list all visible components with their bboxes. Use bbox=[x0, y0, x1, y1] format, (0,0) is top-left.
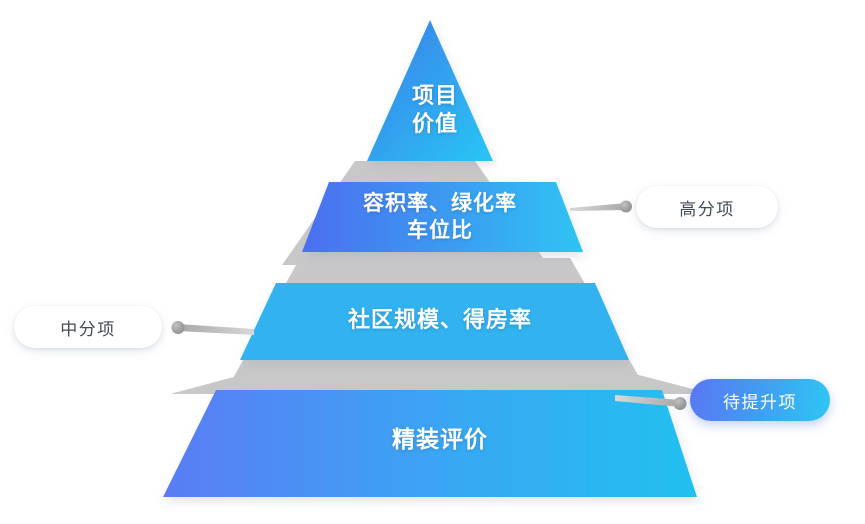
callout-needs-improvement[interactable]: 待提升项 bbox=[690, 379, 830, 421]
connector-mid bbox=[171, 321, 254, 335]
pyramid-tier-4[interactable] bbox=[163, 390, 697, 497]
pyramid-tier-2[interactable] bbox=[302, 182, 583, 252]
slab-shadow-tier-3 bbox=[170, 374, 712, 394]
callout-mid-score[interactable]: 中分项 bbox=[14, 306, 162, 348]
connector-improve bbox=[615, 395, 687, 410]
connector-improve-dot bbox=[673, 397, 687, 410]
connector-high bbox=[570, 200, 632, 213]
connector-high-dot bbox=[620, 200, 632, 213]
pyramid-tier-3[interactable] bbox=[240, 283, 629, 360]
pyramid-tier-1[interactable] bbox=[367, 20, 493, 161]
callout-high-score[interactable]: 高分项 bbox=[636, 186, 778, 228]
connector-mid-dot bbox=[171, 321, 185, 334]
